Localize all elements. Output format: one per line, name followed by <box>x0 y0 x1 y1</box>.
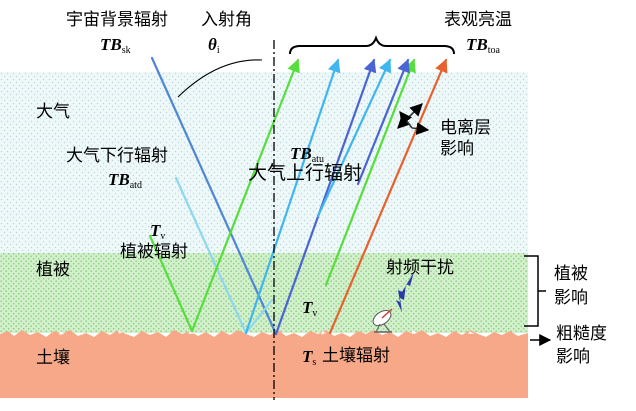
ionosphere-label-line2: 影响 <box>440 139 474 159</box>
ts-symbol: Ts <box>302 347 317 368</box>
incidence-angle-label: 入射角 <box>201 10 252 30</box>
tb-atu-symbol: TBatu <box>290 144 324 165</box>
atm-down-ray-2 <box>244 298 274 335</box>
upward-radiation-label: 大气上行辐射 <box>248 162 363 184</box>
soil-layer <box>0 330 528 398</box>
ionosphere-label-line1: 电离层 <box>440 118 491 138</box>
tb-toa-symbol: TBtoa <box>466 35 500 56</box>
vegetation-effect-line1: 植被 <box>554 264 588 284</box>
tv-left-symbol: Tv <box>150 221 166 242</box>
veg-up-ray-right <box>324 58 416 287</box>
satellite-dish-icon <box>372 308 393 333</box>
roughness-effect-line2: 影响 <box>556 347 590 367</box>
downward-radiation-label: 大气下行辐射 <box>66 146 168 166</box>
veg-down-ray <box>148 234 194 333</box>
atm-down-ray-1 <box>174 176 248 335</box>
sky-radiation-label: 宇宙背景辐射 <box>66 10 168 30</box>
veg-reflect-up <box>190 58 300 333</box>
theta-symbol: θi <box>208 35 220 56</box>
vegetation-effect-bracket <box>524 255 546 327</box>
soil-radiation-label: 土壤辐射 <box>322 346 390 366</box>
radiation-rays <box>148 56 448 336</box>
soil-up-ray <box>328 58 448 335</box>
brightness-temperature-label: 表观亮温 <box>444 10 512 30</box>
vegetation-effect-line2: 影响 <box>554 288 588 308</box>
rotation-arrows-icon <box>397 103 430 135</box>
atm-up-ray-2 <box>356 58 410 186</box>
reflect-up-blue-1 <box>244 58 341 335</box>
vegetation-label: 植被 <box>36 260 70 280</box>
vegetation-layer <box>0 253 528 333</box>
atmosphere-layer <box>0 72 528 253</box>
rfi-label: 射频干扰 <box>386 258 454 278</box>
sky-reflect-up <box>274 58 377 336</box>
sensor-curly-brace <box>289 35 455 55</box>
sky-ray-incident <box>150 56 278 336</box>
incidence-angle-arc <box>177 59 263 98</box>
tb-atd-symbol: TBatd <box>108 170 142 191</box>
roughness-effect-line1: 粗糙度 <box>556 324 607 344</box>
soil-label: 土壤 <box>36 348 70 368</box>
tv-right-symbol: Tv <box>302 298 318 319</box>
atmosphere-label: 大气 <box>36 102 70 122</box>
rfi-signal-icon <box>396 272 414 312</box>
vegetation-radiation-label: 植被辐射 <box>120 242 188 262</box>
atm-up-ray-1 <box>316 58 392 218</box>
tb-sk-symbol: TBsk <box>100 35 131 56</box>
